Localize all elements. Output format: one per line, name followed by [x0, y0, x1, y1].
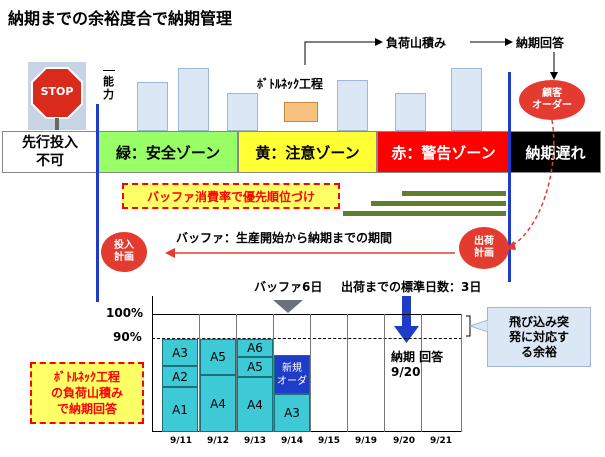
- date-label: 9/11: [170, 436, 193, 446]
- zone-green: 緑：安全ゾーン: [98, 131, 238, 173]
- progress-bar: [402, 191, 506, 196]
- capacity-label-text: 能力: [103, 75, 114, 101]
- block-a1: A1: [162, 387, 198, 432]
- grid-line: [236, 314, 237, 432]
- zone-no-input: 先行投入 不可: [2, 131, 98, 173]
- answer-text: 納期 回答 9/20: [391, 350, 443, 380]
- label-90: 90%: [113, 330, 142, 344]
- zone-red: 赤：警告ゾーン: [377, 131, 510, 173]
- block-new-order-line1: 新規: [282, 362, 302, 374]
- zone-no-input-line1: 先行投入: [22, 135, 78, 151]
- answer-line2: 9/20: [391, 365, 421, 379]
- flow-arrows: [304, 38, 558, 80]
- slack-callout: 飛び込み突 発に対応す る余裕: [487, 307, 591, 367]
- capacity-bar: [395, 93, 426, 131]
- customer-order-line2: オーダー: [532, 100, 572, 111]
- block-a4: A4: [200, 375, 236, 432]
- progress-bar: [371, 201, 506, 206]
- progress-bar: [343, 211, 506, 216]
- slack-line2: 発に対応す: [508, 329, 569, 344]
- grid-line: [421, 314, 422, 432]
- flow-step-load: 負荷山積み: [386, 36, 447, 50]
- shipping-plan-circle: 出荷 計画: [459, 227, 509, 269]
- capacity-bar: [178, 68, 209, 131]
- block-a5: A5: [237, 357, 273, 377]
- capacity-label: 能力: [103, 70, 117, 101]
- capacity-bar: [227, 93, 258, 131]
- bn-note-line2: の負荷山積み: [50, 386, 123, 400]
- customer-order-line1: 顧客: [542, 88, 562, 99]
- stop-sign-text: STOP: [40, 85, 74, 98]
- grid-line: [461, 314, 462, 432]
- zone-late: 納期遅れ: [510, 131, 601, 173]
- bottleneck-note-callout: ﾎﾞﾄﾙﾈｯｸ工程 の負荷山積み で納期回答: [30, 362, 144, 424]
- block-new-order: 新規 オーダ: [274, 355, 310, 394]
- block-new-order-line2: オーダ: [277, 375, 307, 387]
- date-label: 9/19: [355, 436, 378, 446]
- date-label: 9/12: [207, 436, 230, 446]
- zone-no-input-line2: 不可: [36, 153, 64, 169]
- bn-note-line3: で納期回答: [56, 402, 117, 416]
- block-a3: A3: [274, 394, 310, 432]
- block-a6: A6: [237, 339, 273, 357]
- start-line: [96, 104, 99, 302]
- buffer-definition: バッファ：生産開始から納期までの期間: [176, 231, 393, 245]
- block-a2: A2: [162, 366, 198, 387]
- bottleneck-label: ﾎﾞﾄﾙﾈｯｸ工程: [257, 77, 324, 91]
- grid-line: [384, 314, 385, 432]
- date-label: 9/15: [318, 436, 341, 446]
- grid-line: [347, 314, 348, 432]
- answer-line1: 納期 回答: [391, 350, 444, 364]
- shipping-plan-line1: 出荷: [474, 236, 494, 247]
- line-90: [152, 338, 462, 339]
- input-plan-line2: 計画: [114, 252, 134, 263]
- zone-yellow: 黄：注意ゾーン: [238, 131, 377, 173]
- bottleneck-block: [284, 102, 318, 122]
- customer-order-circle: 顧客 オーダー: [519, 80, 585, 120]
- label-100: 100%: [106, 306, 144, 320]
- grid-line: [273, 314, 274, 432]
- shipping-plan-line2: 計画: [474, 248, 494, 259]
- page-title: 納期までの余裕度合で納期管理: [8, 9, 233, 28]
- capacity-bar: [337, 80, 368, 131]
- input-plan-circle: 投入 計画: [101, 232, 147, 272]
- standard-days-label: 出荷までの標準日数：3日: [341, 280, 482, 294]
- flow-step-answer: 納期回答: [516, 36, 565, 50]
- grid-line: [199, 314, 200, 432]
- buffer-days-label: バッファ6日: [254, 280, 323, 294]
- slack-line3: る余裕: [520, 344, 557, 359]
- date-label: 9/20: [393, 436, 416, 446]
- block-a3: A3: [162, 339, 198, 366]
- block-a4: A4: [237, 377, 273, 432]
- slack-callout-pointer: [470, 319, 488, 333]
- line-100: [152, 314, 462, 315]
- slack-line1: 飛び込み突: [508, 314, 569, 329]
- buffer-priority-callout: バッファ消費率で優先順位づけ: [122, 183, 340, 209]
- stop-sign-icon: STOP: [28, 62, 86, 130]
- grid-line: [310, 314, 311, 432]
- bn-note-line1: ﾎﾞﾄﾙﾈｯｸ工程: [53, 370, 120, 384]
- capacity-bar: [137, 82, 168, 131]
- capacity-bar: [451, 68, 482, 131]
- date-label: 9/21: [430, 436, 453, 446]
- input-plan-line1: 投入: [114, 240, 134, 251]
- date-label: 9/14: [281, 436, 304, 446]
- block-a5: A5: [200, 339, 236, 375]
- date-label: 9/13: [244, 436, 267, 446]
- deadline-line: [508, 72, 511, 282]
